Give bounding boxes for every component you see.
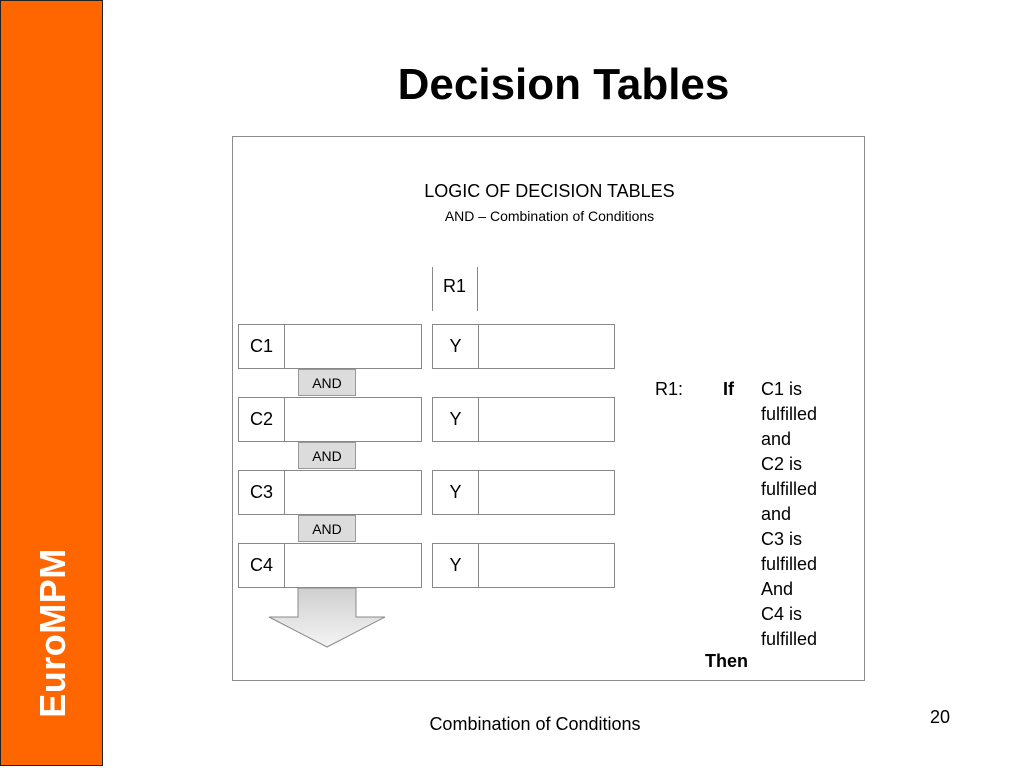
down-arrow-icon	[268, 587, 386, 648]
rule-cell-c4: Y	[432, 543, 615, 588]
condition-row-c3: C3	[238, 470, 422, 515]
rule-value: Y	[433, 325, 479, 368]
and-connector: AND	[298, 515, 356, 542]
rule-value: Y	[433, 398, 479, 441]
page-number: 20	[930, 707, 951, 727]
brand-sidebar: EuroMPM	[0, 0, 103, 766]
explanation-line: and	[761, 429, 792, 449]
explanation-line: and	[761, 504, 792, 524]
explanation-line: fulfilled	[761, 629, 818, 649]
and-connector: AND	[298, 369, 356, 396]
explanation-line: C3 is	[761, 529, 803, 549]
rule-cell-c1: Y	[432, 324, 615, 369]
rule-value: Y	[433, 544, 479, 587]
slide-footer: Combination of Conditions	[429, 714, 641, 734]
explanation-line: C2 is	[761, 454, 803, 474]
rule-header-left-line	[432, 267, 433, 311]
explanation-conditions: C1 is fulfilled and C2 is fulfilled and …	[761, 377, 817, 652]
and-connector: AND	[298, 442, 356, 469]
rule-header-right-line	[477, 267, 478, 311]
explanation-then: Then	[705, 651, 748, 671]
rule-value: Y	[433, 471, 479, 514]
explanation-line: C4 is	[761, 604, 803, 624]
brand-logo-text: EuroMPM	[32, 548, 73, 718]
explanation-line: C1 is	[761, 379, 803, 399]
condition-label: C2	[239, 398, 285, 441]
diagram-heading: LOGIC OF DECISION TABLES	[424, 181, 675, 201]
explanation-if: If	[723, 379, 734, 399]
rule-cell-c3: Y	[432, 470, 615, 515]
condition-row-c2: C2	[238, 397, 422, 442]
explanation-rule: R1:	[655, 379, 684, 399]
condition-row-c1: C1	[238, 324, 422, 369]
condition-label: C3	[239, 471, 285, 514]
slide-title: Decision Tables	[397, 60, 730, 109]
explanation-line: fulfilled	[761, 554, 818, 574]
explanation-line: fulfilled	[761, 479, 818, 499]
explanation-line: fulfilled	[761, 404, 818, 424]
condition-row-c4: C4	[238, 543, 422, 588]
rule-column-header: R1	[442, 276, 466, 296]
condition-label: C4	[239, 544, 285, 587]
diagram-subheading: AND – Combination of Conditions	[444, 208, 655, 224]
diagram-frame: LOGIC OF DECISION TABLES AND – Combinati…	[232, 136, 865, 681]
rule-cell-c2: Y	[432, 397, 615, 442]
explanation-line: And	[761, 579, 794, 599]
condition-label: C1	[239, 325, 285, 368]
